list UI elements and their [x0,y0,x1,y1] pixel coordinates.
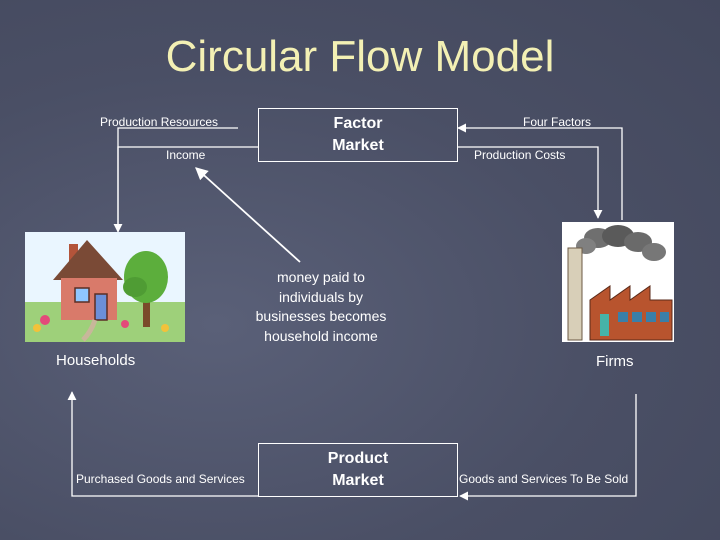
product-market-box: Product Market [258,443,458,497]
product-market-line1: Product [327,450,389,467]
production-resources-label: Production Resources [100,115,219,129]
factory-clipart [562,222,674,342]
factor-market-box: Factor Market [258,108,458,162]
goods-to-be-sold-label: Goods and Services To Be Sold [459,472,629,486]
note-pointer-arrow [195,167,301,263]
income-note: money paid to individuals by businesses … [255,269,387,344]
production-resources-arrow [113,127,238,233]
income-label: Income [166,148,206,162]
house-clipart [25,232,185,342]
income-arrow [117,146,258,225]
production-costs-label: Production Costs [474,148,566,162]
four-factors-label: Four Factors [523,115,592,129]
product-market-line2: Market [332,472,384,489]
page-title: Circular Flow Model [165,32,555,81]
production-costs-arrow [458,146,603,219]
factor-market-line2: Market [332,137,384,154]
firms-label: Firms [596,353,634,370]
goods-to-be-sold-arrow [459,394,637,501]
households-label: Households [56,352,136,369]
purchased-goods-label: Purchased Goods and Services [76,472,245,486]
purchased-goods-arrow [67,391,258,497]
factor-market-line1: Factor [333,115,383,132]
four-factors-arrow [457,123,623,220]
